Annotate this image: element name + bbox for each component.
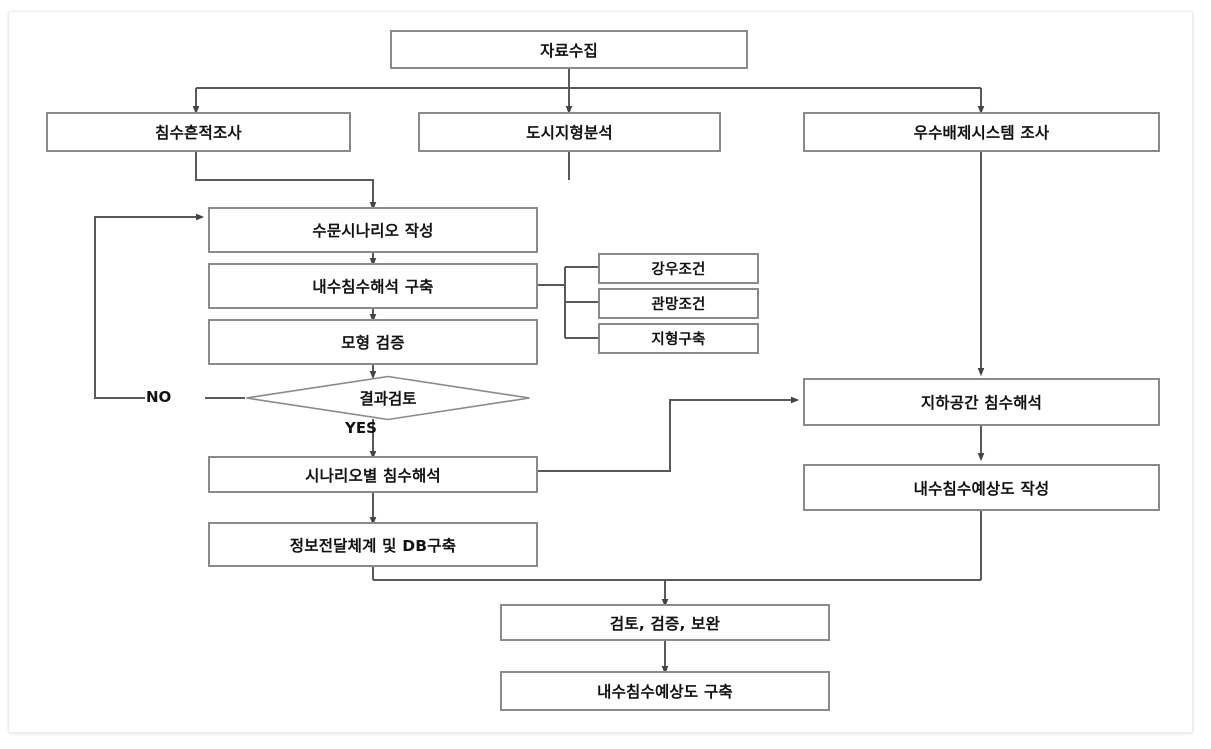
- node-network-condition[interactable]: 관망조건: [598, 288, 759, 319]
- node-label: 내수침수해석 구축: [312, 278, 434, 296]
- edge-label-yes: YES: [345, 419, 377, 437]
- node-label: 시나리오별 침수해석: [305, 466, 441, 485]
- node-label: 내수침수예상도 작성: [913, 479, 1050, 498]
- edge-label-no: NO: [146, 388, 172, 406]
- node-info-system-db[interactable]: 정보전달체계 및 DB구축: [208, 522, 538, 567]
- node-flood-map-creation[interactable]: 내수침수예상도 작성: [803, 464, 1160, 511]
- node-label: 우수배제시스템 조사: [913, 124, 1050, 142]
- node-label: 검토, 검증, 보완: [609, 614, 721, 633]
- node-review-verify-supplement[interactable]: 검토, 검증, 보완: [500, 604, 830, 641]
- node-label: 도시지형분석: [526, 124, 613, 142]
- node-label: 자료수집: [540, 41, 598, 60]
- diamond-shape: [246, 375, 530, 421]
- node-label: 수문시나리오 작성: [312, 222, 434, 240]
- node-label: 강우조건: [651, 262, 706, 278]
- node-label: 관망조건: [651, 297, 706, 313]
- node-label: 지하공간 침수해석: [920, 394, 1043, 412]
- node-label: 모형 검증: [341, 334, 405, 352]
- node-underground-flood-analysis[interactable]: 지하공간 침수해석: [803, 378, 1160, 426]
- node-label: 결과검토: [359, 390, 417, 408]
- node-scenario-flood-analysis[interactable]: 시나리오별 침수해석: [208, 456, 538, 493]
- node-flood-trace-survey[interactable]: 침수흔적조사: [46, 112, 351, 152]
- node-label: 내수침수예상도 구축: [597, 683, 733, 701]
- node-result-review[interactable]: 결과검토: [245, 375, 531, 421]
- node-label: 지형구축: [651, 332, 706, 348]
- node-data-collection[interactable]: 자료수집: [390, 30, 748, 69]
- node-urban-terrain-analysis[interactable]: 도시지형분석: [418, 112, 721, 152]
- node-model-verification[interactable]: 모형 검증: [208, 319, 538, 365]
- node-label: 침수흔적조사: [155, 124, 242, 142]
- node-hydrologic-scenario[interactable]: 수문시나리오 작성: [208, 207, 538, 253]
- node-label: 정보전달체계 및 DB구축: [289, 536, 457, 555]
- node-inland-flood-model-build[interactable]: 내수침수해석 구축: [208, 263, 538, 309]
- node-terrain-build[interactable]: 지형구축: [598, 323, 759, 354]
- node-rainfall-condition[interactable]: 강우조건: [598, 253, 759, 284]
- node-flood-map-build[interactable]: 내수침수예상도 구축: [500, 671, 830, 711]
- node-stormwater-system-survey[interactable]: 우수배제시스템 조사: [803, 112, 1160, 152]
